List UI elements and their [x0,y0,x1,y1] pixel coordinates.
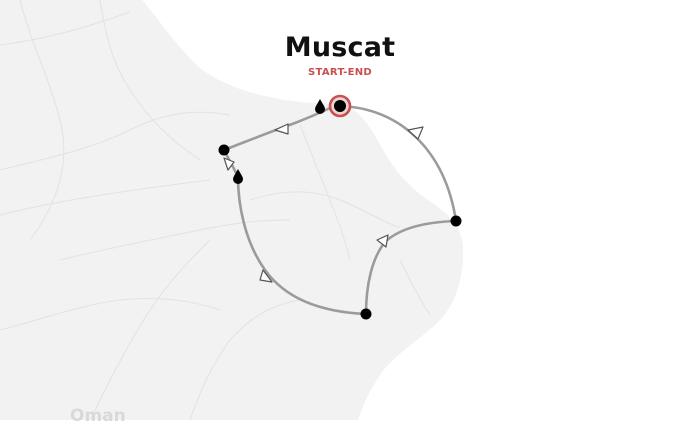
start-label: Muscat [284,32,396,63]
start-end-marker[interactable] [328,94,352,118]
stop-marker[interactable] [218,144,230,156]
direction-arrow-icon [376,234,389,248]
direction-arrow-icon [274,123,289,135]
start-sublabel: START-END [308,67,372,78]
road-network [0,0,431,420]
stop-markers[interactable] [218,94,462,320]
stop-marker[interactable] [450,215,462,227]
poi-marker-icon[interactable] [233,169,243,184]
stop-marker[interactable] [360,308,372,320]
land-area [0,0,464,420]
direction-arrows [223,123,424,283]
poi-marker-icon[interactable] [315,99,325,114]
direction-arrow-icon [407,126,424,140]
direction-arrow-icon [223,157,235,171]
country-label: Oman [70,406,126,426]
direction-arrow-icon [259,269,273,283]
